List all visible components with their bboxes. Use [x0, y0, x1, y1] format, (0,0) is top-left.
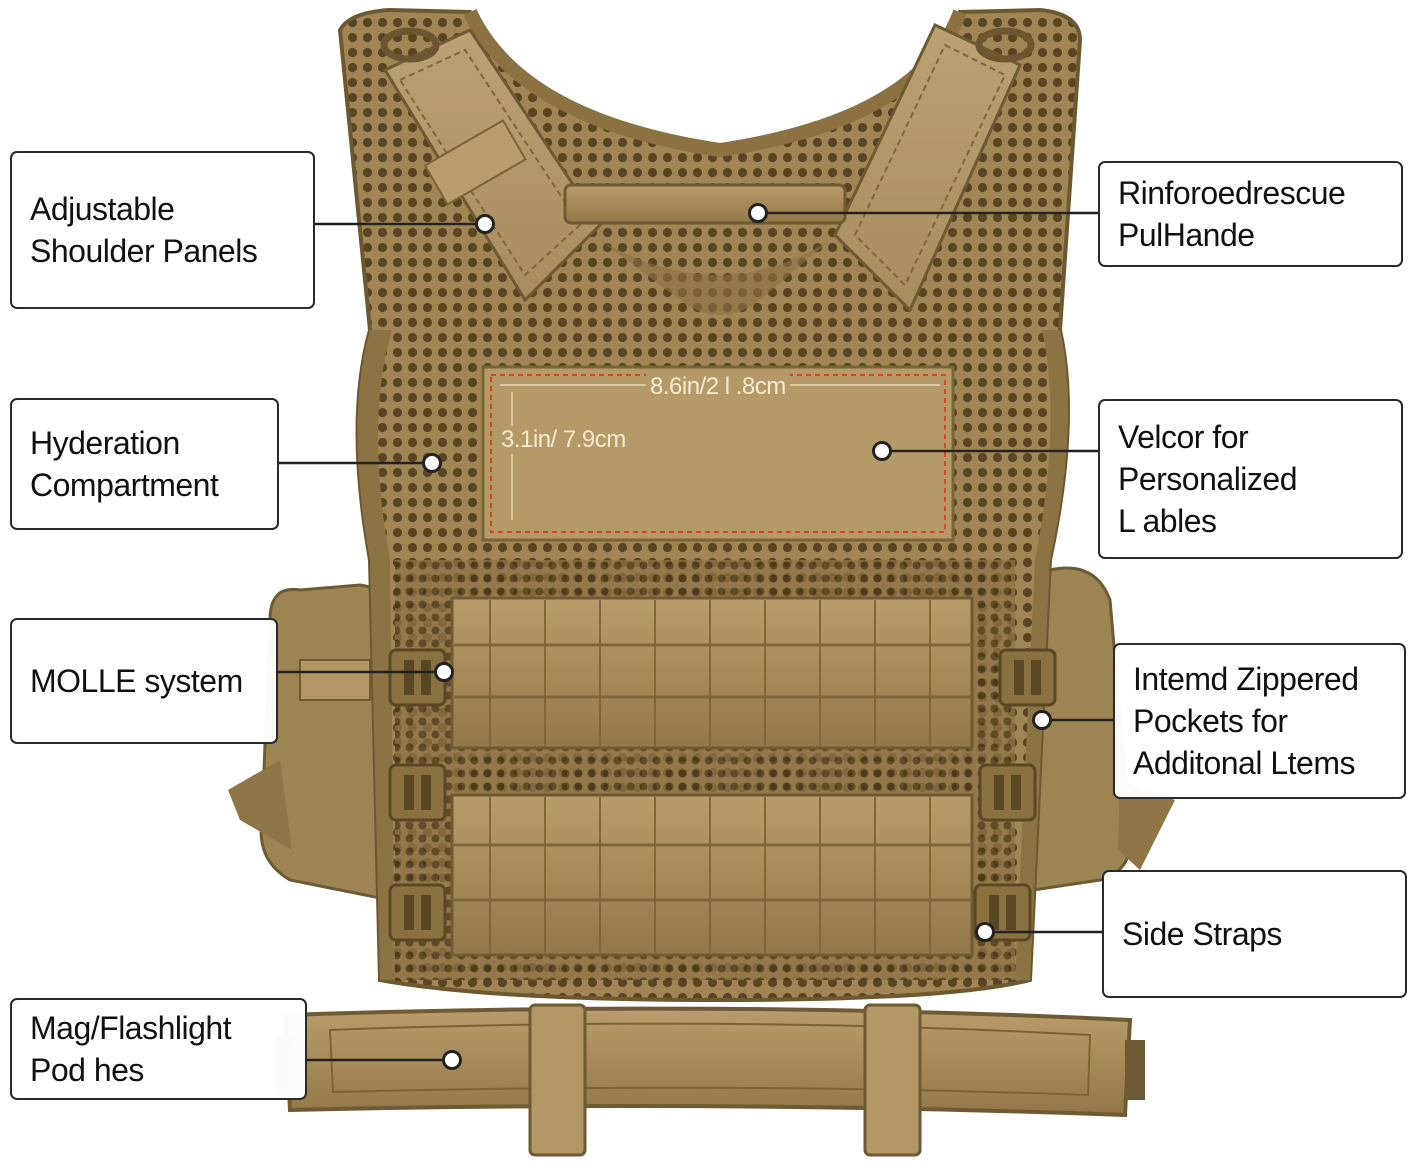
waist-belt — [275, 1003, 1145, 1157]
buckle-slot — [404, 895, 414, 930]
leader-dot — [422, 453, 442, 473]
callout-hydration-compartment: Hyderation Compartment — [10, 398, 279, 530]
leader-dot — [975, 922, 995, 942]
d-rings — [380, 27, 1035, 63]
molle-webbing — [450, 596, 974, 957]
buckle — [978, 763, 1037, 822]
callout-zippered-pockets: Intemd Zippered Pockets for Additonal Lt… — [1113, 643, 1406, 799]
leader-dot — [434, 662, 454, 682]
callout-side-straps: Side Straps — [1102, 870, 1407, 998]
leader-dot — [442, 1050, 462, 1070]
buckle-slot — [404, 775, 414, 810]
leader-dot — [872, 441, 892, 461]
panel-height-dimension: 3.1in/ 7.9cm — [497, 426, 630, 454]
callout-adjustable-shoulder-panels: Adjustable Shoulder Panels — [10, 151, 315, 309]
buckle-slot — [421, 895, 431, 930]
callout-text: Velcor for Personalized L ables — [1118, 419, 1298, 539]
callout-text: Mag/Flashlight Pod hes — [30, 1010, 232, 1088]
side-strap-buckles — [388, 648, 1057, 942]
callout-velcro-labels: Velcor for Personalized L ables — [1098, 399, 1403, 559]
callout-molle-system: MOLLE system — [10, 618, 278, 744]
buckle-slot — [989, 895, 999, 930]
callout-mag-flashlight-pouches: Mag/Flashlight Pod hes — [10, 998, 307, 1100]
buckle — [388, 763, 447, 822]
callout-text: Side Straps — [1122, 916, 1282, 952]
buckle-slot — [421, 775, 431, 810]
leader-dot — [1032, 710, 1052, 730]
buckle-slot — [1006, 895, 1016, 930]
buckle-slot — [994, 775, 1004, 810]
buckle-slot — [1014, 660, 1024, 695]
callout-text: Hyderation Compartment — [30, 425, 219, 503]
callout-text: Adjustable Shoulder Panels — [30, 191, 258, 269]
callout-leader-lines — [278, 203, 1113, 1070]
callout-text: Intemd Zippered Pockets for Additonal Lt… — [1133, 661, 1359, 781]
leader-dot — [748, 203, 768, 223]
callout-text: Rinforoedrescue PulHande — [1118, 175, 1346, 253]
callout-text: MOLLE system — [30, 663, 243, 699]
buckle — [998, 648, 1057, 707]
buckle — [388, 883, 447, 942]
callout-rescue-pull-handle: Rinforoedrescue PulHande — [1098, 161, 1403, 267]
buckle-slot — [421, 660, 431, 695]
right-shoulder-panel — [833, 23, 1022, 313]
buckle-slot — [1031, 660, 1041, 695]
leader-dot — [475, 214, 495, 234]
buckle-slot — [404, 660, 414, 695]
panel-width-dimension: 8.6in/2 l .8cm — [646, 373, 790, 401]
buckle-slot — [1011, 775, 1021, 810]
